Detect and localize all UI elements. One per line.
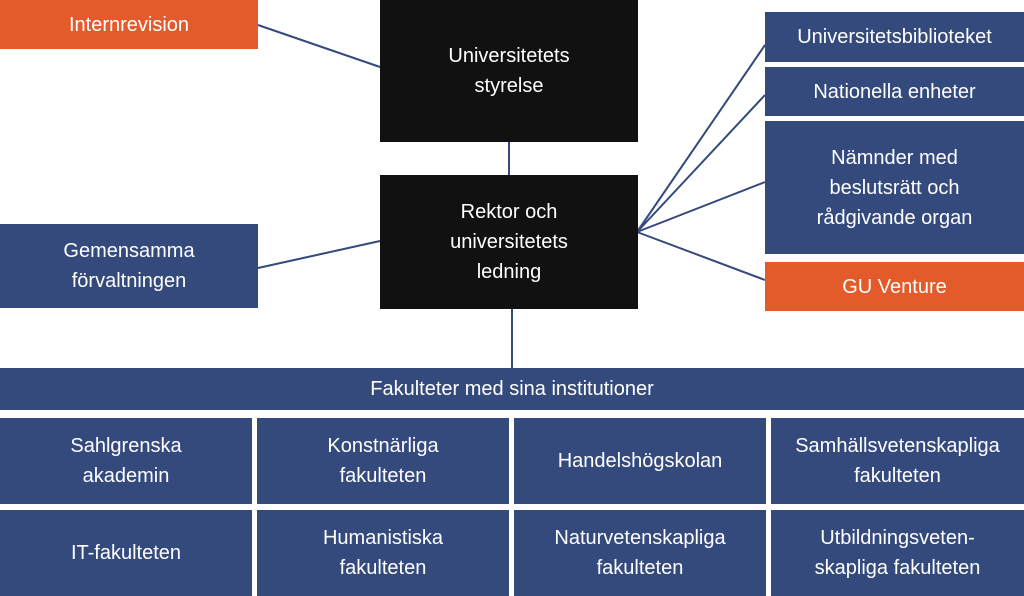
faculty-label: IT-fakulteten (70, 542, 182, 564)
faculties-header-label: Fakulteter med sina institutioner (370, 378, 654, 400)
connector-management-library (636, 44, 766, 233)
library-box: Universitetsbiblioteket (765, 12, 1024, 62)
connector-administration-management (257, 240, 381, 269)
faculty-box-it: IT-fakulteten (0, 510, 252, 596)
faculty-box-business-school: Handelshögskolan (514, 418, 766, 504)
internal-audit-label: Internrevision (68, 13, 190, 36)
connector-audit-board (257, 24, 381, 68)
connector-management-gu-venture (636, 231, 766, 281)
gu-venture-box: GU Venture (765, 262, 1024, 311)
faculty-label: Utbildningsveten-skapliga fakulteten (814, 527, 981, 579)
faculty-box-education: Utbildningsveten-skapliga fakulteten (771, 510, 1024, 596)
faculty-label: Handelshögskolan (557, 450, 723, 472)
national-units-label: Nationella enheter (813, 80, 976, 103)
library-label: Universitetsbiblioteket (797, 26, 992, 48)
national-units-box: Nationella enheter (765, 67, 1024, 116)
connector-management-committees (636, 181, 766, 233)
connector-management-national-units (636, 94, 766, 233)
faculties-header-bar: Fakulteter med sina institutioner (0, 368, 1024, 410)
gu-venture-label: GU Venture (842, 275, 947, 298)
internal-audit-box: Internrevision (0, 0, 258, 49)
